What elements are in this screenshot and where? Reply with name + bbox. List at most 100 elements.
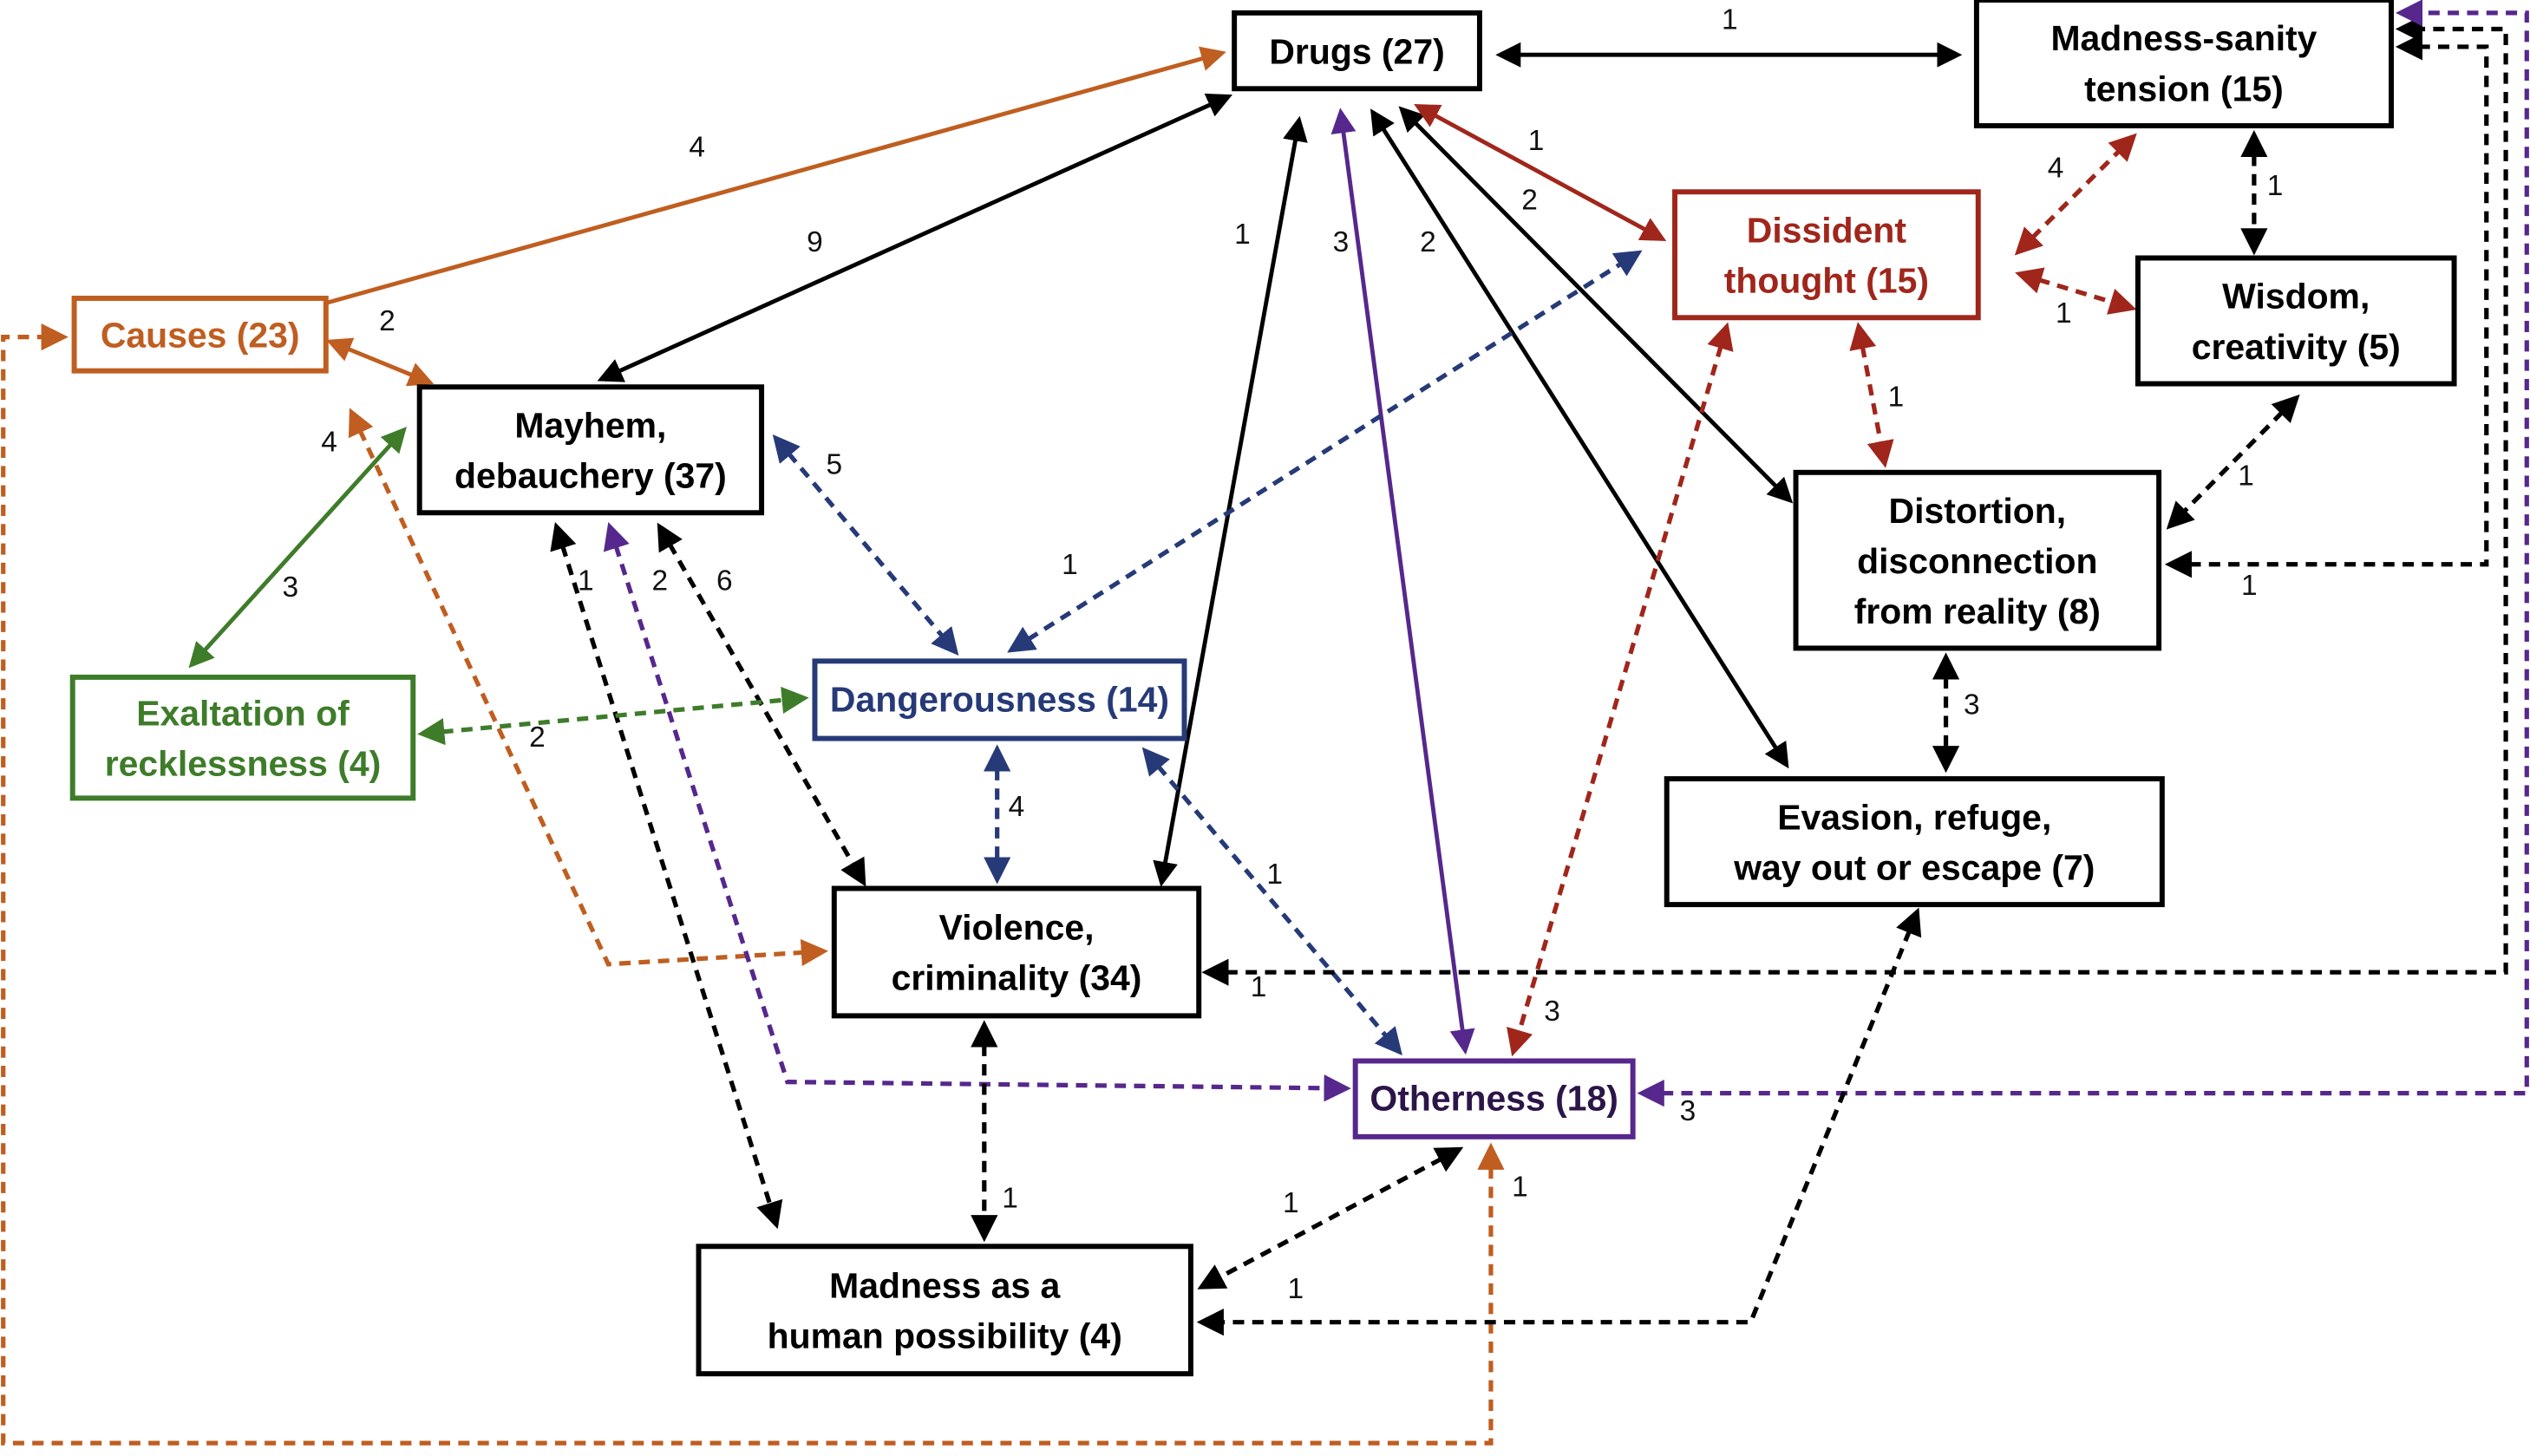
edge-causes-to-mayhem: 2 — [325, 305, 435, 387]
edge-line — [1330, 108, 1475, 1055]
node-drugs: Drugs (27) — [1232, 10, 1482, 92]
node-box — [696, 1244, 1193, 1377]
node-label-line: Causes (23) — [101, 316, 300, 356]
node-evasion: Evasion, refuge, way out or escape (7) — [1664, 776, 2165, 908]
node-label-line: thought (15) — [1724, 261, 1929, 301]
node-label-line: way out or escape (7) — [1733, 847, 2095, 887]
node-label-line: Wisdom, — [2222, 277, 2370, 317]
edge-dangerousness-to-dissident: 1 — [1007, 250, 1643, 653]
edge-weight-label: 2 — [652, 565, 669, 597]
edge-weight-label: 1 — [1062, 549, 1078, 581]
node-label-line: recklessness (4) — [105, 743, 381, 783]
node-label-line: Distortion, — [1889, 491, 2067, 531]
edge-weight-label: 5 — [826, 449, 842, 481]
edge-weight-label: 1 — [2241, 570, 2258, 602]
node-box — [416, 384, 765, 516]
node-box — [69, 674, 416, 801]
edge-drugs-to-madness-sanity: 1 — [1495, 3, 1963, 68]
edge-mayhem-to-dangerousness: 5 — [772, 434, 959, 656]
edge-line — [772, 434, 959, 656]
edge-weight-label: 4 — [1009, 791, 1025, 823]
node-label-line: Madness as a — [829, 1265, 1061, 1305]
edge-line — [550, 522, 783, 1230]
edge-line — [417, 686, 809, 746]
node-dissident: Dissident thought (15) — [1672, 189, 1981, 321]
node-label-line: creativity (5) — [2192, 327, 2401, 367]
edge-weight-label: 1 — [1528, 125, 1545, 157]
edge-mayhem-to-madness-human: 1 — [550, 522, 783, 1230]
edge-dissident-to-madness-sanity: 4 — [2014, 133, 2137, 256]
edge-line — [1197, 1146, 1464, 1290]
edge-weight-label: 3 — [1544, 996, 1560, 1028]
edge-line — [263, 46, 1226, 326]
node-box — [1664, 776, 2165, 908]
edge-drugs-to-causes: 4 — [263, 46, 1226, 326]
edge-weight-label: 1 — [1266, 859, 1283, 891]
node-label-line: Madness-sanity — [2050, 18, 2317, 58]
edge-line — [1849, 322, 1894, 468]
node-label-line: tension (15) — [2084, 69, 2284, 108]
edge-weight-label: 1 — [1234, 219, 1251, 251]
node-label-line: Drugs (27) — [1269, 31, 1444, 71]
node-box — [1793, 469, 2162, 651]
edge-weight-label: 2 — [529, 721, 546, 754]
edge-mayhem-to-exaltation: 3 — [188, 427, 407, 669]
edge-dangerousness-to-violence: 4 — [984, 744, 1025, 885]
node-label-line: debauchery (37) — [454, 456, 727, 496]
edge-weight-label: 9 — [807, 226, 823, 258]
node-label-line: Dissident — [1747, 210, 1907, 250]
node-madness-sanity: Madness-sanity tension (15) — [1973, 0, 2394, 129]
edge-evasion-to-madness-human: 1 — [1196, 907, 1922, 1336]
edge-otherness-to-madness-human: 1 — [1197, 1146, 1464, 1290]
node-label-line: Dangerousness (14) — [830, 679, 1169, 719]
node-madness-human: Madness as a human possibility (4) — [696, 1244, 1193, 1377]
node-box — [2134, 255, 2457, 387]
edge-drugs-to-dissident: 1 — [1414, 103, 1667, 241]
edge-line — [2015, 267, 2137, 315]
edge-violence-to-madness-human: 1 — [971, 1020, 1018, 1243]
node-label-line: Mayhem, — [514, 405, 666, 445]
node-label-line: from reality (8) — [1854, 591, 2101, 631]
edge-line — [2166, 394, 2300, 530]
edge-weight-label: 2 — [1521, 185, 1538, 217]
node-box — [71, 296, 329, 374]
node-box — [1232, 10, 1482, 92]
edge-distortion-to-evasion: 3 — [1932, 652, 1980, 774]
node-label-line: Violence, — [939, 908, 1095, 948]
edge-drugs-to-violence: 1 — [1153, 115, 1308, 887]
edge-drugs-to-otherness: 3 — [1330, 108, 1475, 1055]
edge-line — [325, 337, 435, 387]
node-label-line: human possibility (4) — [768, 1316, 1122, 1356]
node-box — [831, 885, 1202, 1019]
edge-weight-label: 1 — [2238, 460, 2254, 493]
edge-weight-label: 1 — [578, 565, 594, 597]
edge-weight-label: 1 — [1512, 1172, 1528, 1204]
node-box — [1672, 189, 1981, 321]
node-box — [1352, 1058, 1636, 1139]
edge-weight-label: 1 — [1283, 1187, 1299, 1219]
node-mayhem: Mayhem, debauchery (37) — [416, 384, 765, 516]
node-violence: Violence,criminality (34) — [831, 885, 1202, 1019]
edge-weight-label: 1 — [1888, 382, 1905, 414]
edge-line — [2014, 133, 2137, 256]
edge-weight-label: 6 — [716, 565, 733, 597]
edge-weight-label: 1 — [1002, 1183, 1018, 1215]
edge-weight-label: 1 — [2056, 297, 2072, 330]
edge-dissident-to-distortion: 1 — [1849, 322, 1905, 468]
edge-weight-label: 3 — [1680, 1095, 1696, 1127]
node-box — [1973, 0, 2394, 129]
edge-line — [188, 427, 407, 669]
edge-weight-label: 3 — [1333, 226, 1350, 258]
edge-weight-label: 1 — [1288, 1273, 1304, 1305]
nodes-layer: Drugs (27) Madness-sanity tension (15) Caus… — [69, 0, 2457, 1377]
edge-line — [1637, 0, 2529, 1107]
edge-weight-label: 4 — [2048, 153, 2064, 185]
edge-weight-label: 3 — [1964, 689, 1980, 721]
edge-madness-sanity-to-wisdom: 1 — [2240, 129, 2283, 256]
node-label-line: Evasion, refuge, — [1777, 797, 2051, 837]
edge-weight-label: 3 — [283, 571, 299, 604]
node-causes: Causes (23) — [71, 296, 329, 374]
